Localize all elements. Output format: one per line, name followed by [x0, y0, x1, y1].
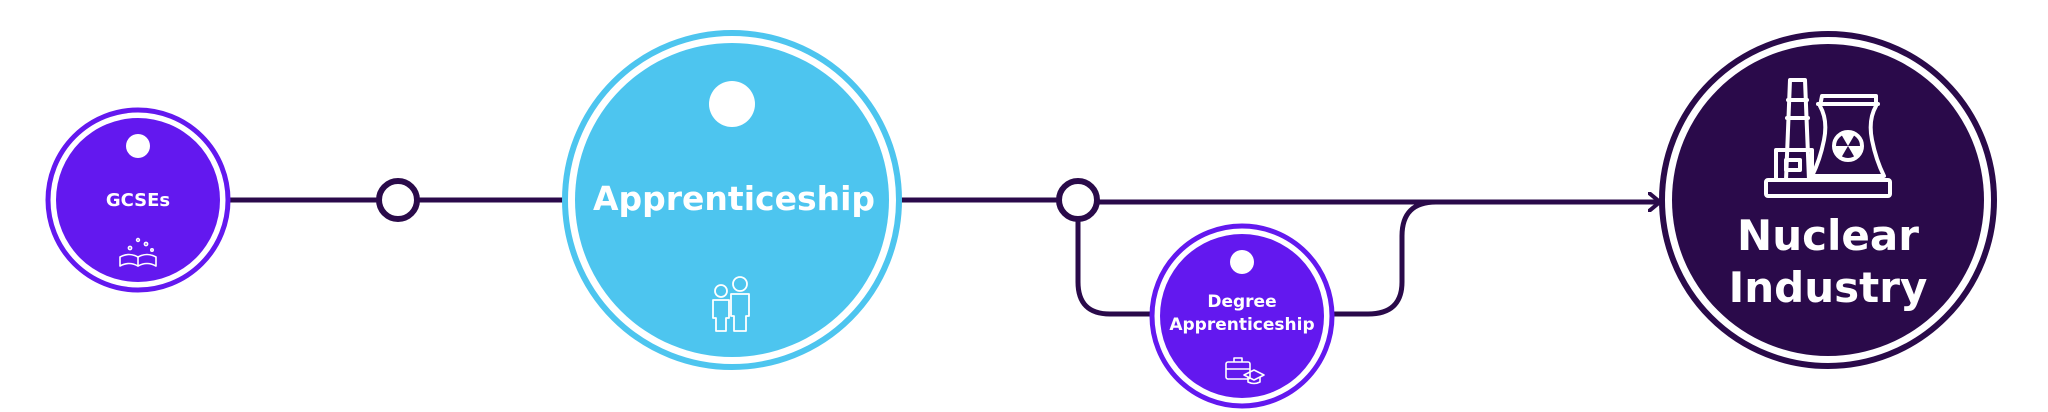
- junction-node-1: [376, 178, 420, 222]
- connectors: [225, 199, 1663, 317]
- briefcase-graduation-icon: [1225, 357, 1265, 385]
- apprenticeship-label: Apprenticeship: [593, 179, 875, 218]
- node-degree-apprenticeship: Degree Apprenticeship: [1149, 223, 1335, 409]
- node-dot: [709, 81, 755, 127]
- people-icon: [712, 276, 750, 332]
- gcses-label: GCSEs: [106, 190, 170, 211]
- connector-degree-to-main: [1329, 199, 1439, 317]
- node-apprenticeship: Apprenticeship: [562, 30, 902, 370]
- open-book-icon: [119, 237, 157, 267]
- degree-label-line1: Degree: [1207, 292, 1276, 312]
- junction-node-2: [1056, 178, 1100, 222]
- node-nuclear-industry: Nuclear Industry: [1659, 31, 1997, 369]
- node-dot: [1230, 250, 1254, 274]
- degree-label-line2: Apprenticeship: [1169, 315, 1314, 335]
- nuclear-plant-icon: [1764, 78, 1892, 198]
- connector-branch-to-degree: [1075, 213, 1156, 317]
- node-dot: [126, 134, 150, 158]
- node-gcses: GCSEs: [45, 107, 231, 293]
- nuclear-label-line1: Nuclear: [1737, 211, 1919, 260]
- nuclear-label-line2: Industry: [1729, 263, 1928, 312]
